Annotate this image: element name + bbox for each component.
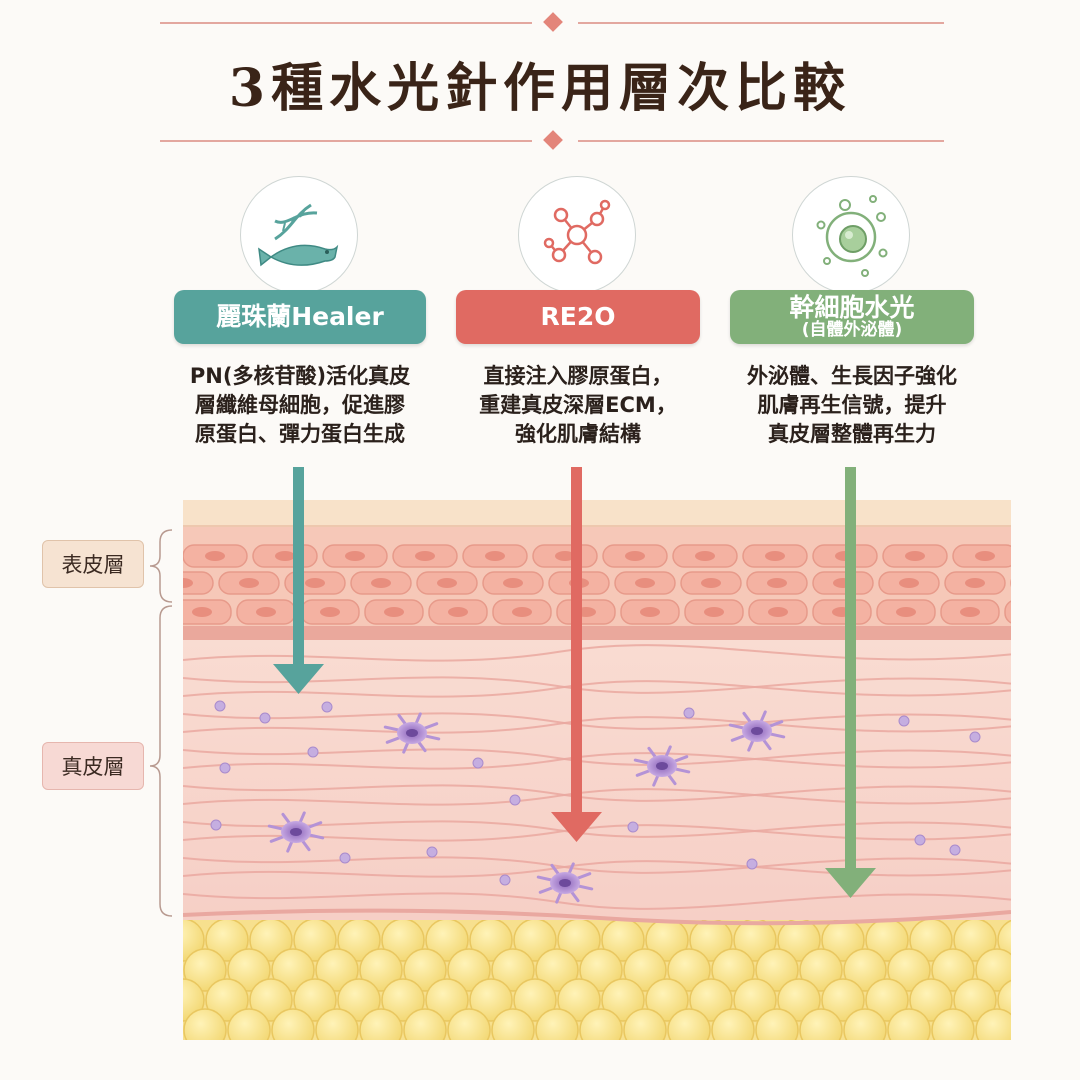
- description-line: 肌膚再生信號，提升: [757, 393, 947, 417]
- stem-cell-description: 外泌體、生長因子強化 肌膚再生信號，提升 真皮層整體再生力: [722, 362, 982, 449]
- page-title: 3種水光針作用層次比較: [228, 58, 852, 119]
- title-rule-top-right: [578, 22, 944, 24]
- description-line: 層纖維母細胞，促進膠: [195, 393, 405, 417]
- dermis-label: 真皮層: [42, 742, 144, 790]
- basement-membrane: [183, 626, 1011, 640]
- dermis-particles: [210, 700, 981, 886]
- treatment-name: 幹細胞水光: [789, 292, 915, 322]
- epidermis-cells: [183, 544, 1011, 625]
- description-line: 外泌體、生長因子強化: [747, 364, 957, 388]
- title-rule-top-left: [160, 22, 532, 24]
- fibroblast-cells: [267, 710, 786, 904]
- description-line: PN(多核苷酸)活化真皮: [189, 364, 411, 388]
- treatment-subname: (自體外泌體): [801, 319, 903, 340]
- title-rule-bottom-left: [160, 140, 532, 142]
- fat-cells: [183, 918, 1011, 1040]
- treatment-name: RE2O: [540, 302, 616, 331]
- description-line: 真皮層整體再生力: [768, 422, 936, 446]
- stem-cell-arrow: [825, 467, 876, 898]
- title-rule-bottom-right: [578, 140, 944, 142]
- description-line: 強化肌膚結構: [515, 422, 641, 446]
- description-line: 重建真皮深層ECM，: [479, 393, 677, 417]
- exosome-cell-icon: [792, 176, 910, 294]
- molecule-icon: [518, 176, 636, 294]
- healer-arrow: [273, 467, 324, 694]
- treatment-name: 麗珠蘭Healer: [216, 302, 384, 331]
- healer-label-pill: 麗珠蘭Healer: [174, 290, 426, 344]
- re2o-arrow: [551, 467, 602, 842]
- dermis-boundary: [183, 908, 1011, 926]
- stratum-corneum: [183, 500, 1011, 526]
- epidermis-label: 表皮層: [42, 540, 144, 588]
- title-area: 3種水光針作用層次比較: [0, 0, 1080, 170]
- dermis-bracket: [149, 605, 173, 917]
- re2o-description: 直接注入膠原蛋白， 重建真皮深層ECM， 強化肌膚結構: [448, 362, 708, 449]
- stem-cell-label-pill: 幹細胞水光 (自體外泌體): [730, 290, 974, 344]
- dna-fish-icon: [240, 176, 358, 294]
- description-line: 直接注入膠原蛋白，: [483, 364, 673, 388]
- healer-description: PN(多核苷酸)活化真皮 層纖維母細胞，促進膠 原蛋白、彈力蛋白生成: [170, 362, 430, 449]
- epidermis-bracket: [149, 529, 173, 603]
- re2o-label-pill: RE2O: [456, 290, 700, 344]
- description-line: 原蛋白、彈力蛋白生成: [195, 422, 405, 446]
